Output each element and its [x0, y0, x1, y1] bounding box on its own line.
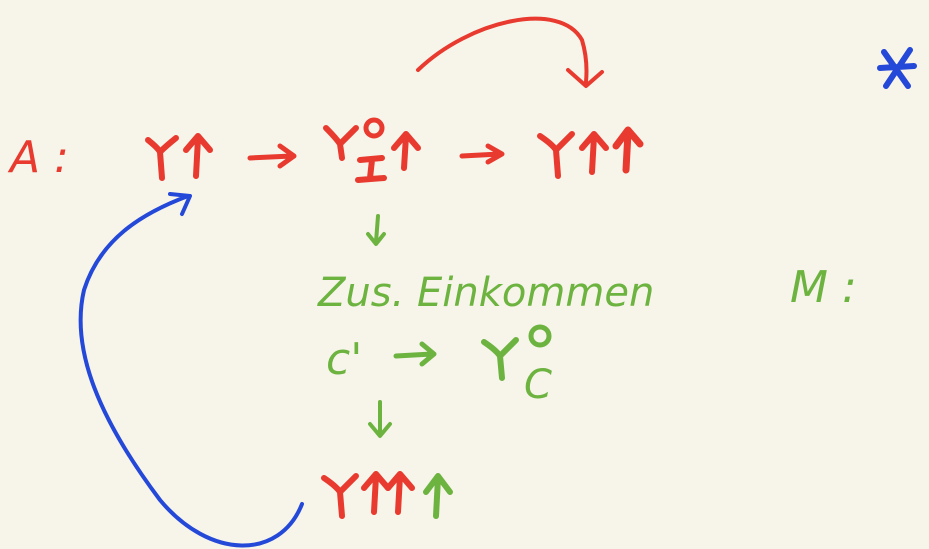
y-glyph [323, 125, 359, 161]
arrow-up-icon [361, 471, 391, 515]
curved-arrow-icon [416, 16, 604, 88]
star-icon [877, 47, 917, 89]
y-glyph [537, 131, 575, 179]
arrow-right-icon [247, 143, 297, 169]
feedback-arrow-icon [78, 192, 304, 548]
arrow-up-icon [391, 131, 421, 171]
star-mark: * [0, 0, 917, 89]
subscript-c: C [524, 362, 552, 408]
star-text: * [0, 0, 1, 1]
label-a: A : [7, 132, 69, 183]
label-m: M : [790, 262, 857, 313]
subscript-i-text: I [0, 0, 1, 1]
arrow-right-icon [393, 341, 437, 367]
arrow-right-icon [459, 143, 505, 165]
text-c-prime: c' [326, 334, 362, 385]
green-branch: Zus. Einkommen M : c' 0 C [0, 0, 857, 438]
term-y-up [145, 133, 213, 181]
superscript-zero-text: 0 [0, 0, 1, 1]
y-glyph [481, 337, 519, 381]
arrow-up-icon [423, 473, 453, 519]
y-glyph [321, 473, 359, 519]
superscript-zero-text-2: 0 [0, 0, 1, 1]
superscript-zero [363, 117, 385, 139]
arrow-up-icon [612, 126, 644, 174]
subscript-i [355, 155, 387, 183]
term-y-up-up [537, 126, 644, 179]
text-zus-einkommen: Zus. Einkommen [317, 270, 654, 316]
arrow-up-icon [183, 133, 213, 179]
arrow-up-icon [579, 131, 609, 175]
arrow-up-icon [385, 471, 415, 515]
row-a: A : 0 I [0, 0, 644, 183]
arrow-down-icon [368, 400, 392, 438]
arrow-down-icon [366, 214, 386, 246]
term-bottom [321, 471, 453, 519]
term-y-i-0-up: 0 I [0, 0, 421, 183]
y-glyph [145, 135, 179, 181]
superscript-zero [528, 324, 552, 348]
